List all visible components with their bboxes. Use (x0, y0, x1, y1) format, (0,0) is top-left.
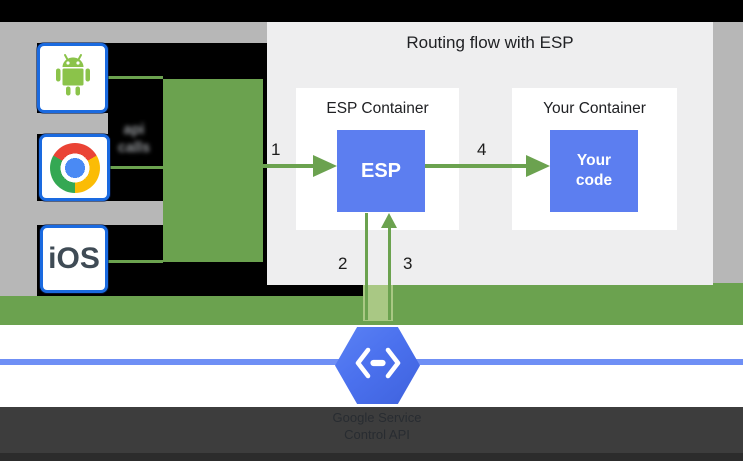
android-connector-line (106, 76, 163, 79)
esp-container-title: ESP Container (326, 100, 429, 117)
arrow-2-line (365, 213, 368, 320)
android-icon (53, 53, 93, 104)
esp-box-label: ESP (360, 159, 402, 182)
arrow-4-line (425, 164, 528, 168)
step-label-2: 2 (338, 254, 348, 273)
step-label-4: 4 (477, 140, 487, 159)
dark-overlay-band (0, 407, 743, 453)
step-label-1: 1 (271, 140, 281, 159)
endpoints-caption-line2: Control API (344, 426, 410, 442)
ios-label: iOS (48, 242, 100, 275)
esp-box: ESP (337, 130, 425, 212)
backdrop-top-strip (0, 22, 267, 43)
api-calls-line1: api (123, 122, 145, 138)
your-container-title: Your Container (543, 100, 646, 117)
ios-client-box: iOS (40, 225, 108, 293)
routing-flow-panel: Routing flow with ESP ESP Container ESP … (267, 22, 713, 285)
arrow-4-head (526, 155, 550, 177)
backdrop-right-column (713, 22, 743, 285)
dark-overlay-band-bottom (0, 453, 743, 461)
your-code-line1: Your (576, 152, 612, 169)
backdrop-left-column (0, 43, 37, 296)
endpoints-caption-line1: Google Service (332, 410, 422, 425)
step-label-3: 3 (403, 254, 413, 273)
api-calls-line2: calls (117, 140, 151, 156)
chrome-connector-line (108, 166, 163, 169)
your-code-line2: code (575, 172, 613, 189)
your-code-label: Your code (576, 151, 612, 191)
code-brackets-icon (353, 346, 403, 385)
top-black-band (0, 0, 743, 22)
request-flow-bar (163, 79, 263, 262)
backdrop-strip-between-android-chrome (0, 113, 108, 134)
android-client-box (37, 43, 108, 113)
arrow-3-head (381, 213, 397, 228)
chrome-client-box (39, 134, 110, 201)
endpoints-caption: Google Service Control API (267, 410, 487, 443)
api-calls-annotation: api calls (104, 121, 164, 157)
your-code-box: Your code (550, 130, 638, 212)
backdrop-strip-between-chrome-ios (0, 201, 163, 225)
chrome-icon (49, 142, 100, 193)
arrow-1-head (313, 155, 337, 177)
panel-title: Routing flow with ESP (406, 33, 574, 52)
arrow-3-line (388, 228, 391, 320)
arrow-1-line (263, 164, 315, 168)
ios-connector-line (106, 260, 163, 263)
